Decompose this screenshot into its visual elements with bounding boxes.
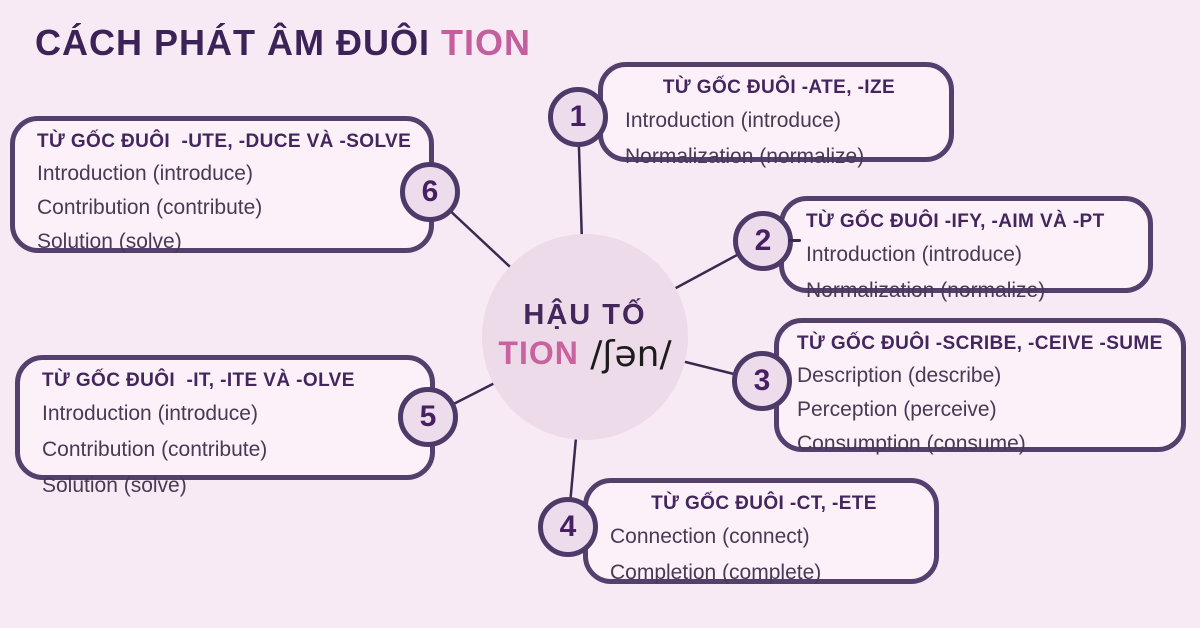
node-number-2: 2 [733, 211, 793, 271]
node-box-4: TỪ GỐC ĐUÔI -CT, -ETE Connection (connec… [583, 478, 939, 584]
node-box-5: TỪ GỐC ĐUÔI -IT, -ITE VÀ -OLVE Introduct… [15, 355, 435, 497]
node-2-item: Introduction (introduce) [806, 243, 1022, 266]
node-number-4: 4 [538, 497, 598, 557]
hub-suffix: TION /ʃən/ [498, 334, 671, 375]
node-1-item: Normalization (normalize) [625, 145, 865, 168]
hub-ipa: /ʃən/ [578, 334, 672, 375]
node-6-item: Contribution (contribute) [37, 196, 263, 219]
node-4-item: Completion (complete) [610, 561, 822, 584]
node-5-header: TỪ GỐC ĐUÔI -IT, -ITE VÀ -OLVE [42, 370, 355, 391]
node-box-1: TỪ GỐC ĐUÔI -ATE, -IZE Introduction (int… [598, 62, 954, 168]
node-6-item: Introduction (introduce) [37, 162, 253, 185]
node-number-6: 6 [400, 162, 460, 222]
node-3-header: TỪ GỐC ĐUÔI -SCRIBE, -CEIVE -SUME [797, 333, 1163, 354]
node-box-6: TỪ GỐC ĐUÔI -UTE, -DUCE VÀ -SOLVE Introd… [10, 116, 434, 253]
node-number-1: 1 [548, 87, 608, 147]
node-3-item: Description (describe) [797, 364, 1002, 387]
node-1-item: Introduction (introduce) [625, 109, 841, 132]
hub-label: HẬU TỐ [523, 299, 647, 331]
node-2-header: TỪ GỐC ĐUÔI -IFY, -AIM VÀ -PT [806, 211, 1105, 232]
node-4-item: Connection (connect) [610, 525, 810, 548]
node-3-item: Perception (perceive) [797, 398, 997, 421]
node-box-3: TỪ GỐC ĐUÔI -SCRIBE, -CEIVE -SUME Descri… [774, 318, 1186, 455]
connector-stub [788, 239, 801, 242]
page-title: CÁCH PHÁT ÂM ĐUÔI TION [35, 22, 531, 64]
node-2-item: Normalization (normalize) [806, 279, 1046, 302]
node-number-5: 5 [398, 387, 458, 447]
node-number-3: 3 [732, 351, 792, 411]
hub-suffix-accent: TION [498, 335, 579, 371]
node-5-item: Contribution (contribute) [42, 438, 268, 461]
node-box-2: TỪ GỐC ĐUÔI -IFY, -AIM VÀ -PT Introducti… [779, 196, 1153, 302]
center-hub: HẬU TỐ TION /ʃən/ [482, 234, 688, 440]
node-5-item: Solution (solve) [42, 474, 187, 497]
node-6-item: Solution (solve) [37, 230, 182, 253]
node-1-header: TỪ GỐC ĐUÔI -ATE, -IZE [662, 77, 896, 98]
page-title-main: CÁCH PHÁT ÂM ĐUÔI [35, 22, 441, 63]
node-5-item: Introduction (introduce) [42, 402, 258, 425]
node-4-header: TỪ GỐC ĐUÔI -CT, -ETE [651, 493, 877, 514]
node-6-header: TỪ GỐC ĐUÔI -UTE, -DUCE VÀ -SOLVE [37, 131, 412, 152]
node-3-item: Consumption (consume) [797, 432, 1026, 455]
page-title-accent: TION [440, 22, 531, 63]
